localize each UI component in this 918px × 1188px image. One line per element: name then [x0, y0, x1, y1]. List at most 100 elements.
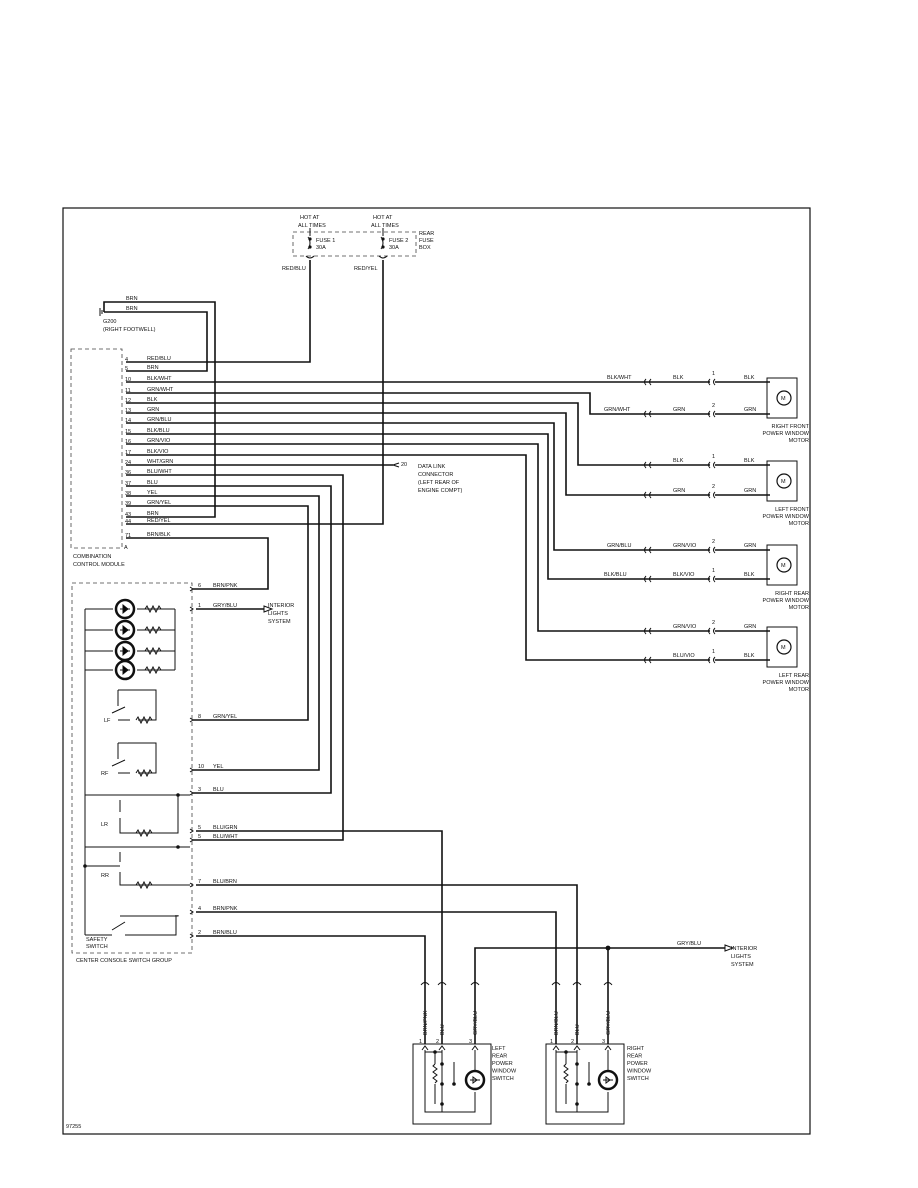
safety-switch-1: SAFETY	[86, 937, 108, 943]
motor-wire-ccm: BLK/WHT	[607, 375, 632, 381]
ccm-pin-wire: BLK/BLU	[147, 428, 170, 434]
motor-wire-mid: GRN/VIO	[673, 624, 697, 630]
ccm-pin-wire: BLK/WHT	[147, 376, 172, 382]
ccm-pin-wire: BLU/WHT	[147, 469, 172, 475]
rear-switch-label: REAR	[627, 1054, 642, 1060]
ccm-pin-wire: BRN/BLK	[147, 532, 171, 538]
switch-rf: RF	[101, 771, 109, 777]
interior2-label-3: SYSTEM	[731, 962, 754, 968]
rear-switch-pin: 2	[436, 1039, 439, 1045]
ccm-to-switch-wiring	[126, 474, 344, 841]
ccm-pin-number: 38	[125, 491, 131, 497]
csg-pin-wire: BLU/BRN	[213, 879, 237, 885]
indicator-led-3	[114, 640, 136, 662]
csg-pin-number: 3	[198, 787, 201, 793]
motor-pin: 2	[712, 620, 715, 626]
csg-pin-wire: BLU/WHT	[213, 834, 238, 840]
motor-label: POWER WINDOW	[763, 514, 810, 520]
ground-wire-b: BRN	[126, 306, 138, 312]
dlc-label-1: DATA LINK	[418, 464, 446, 470]
rear-switch-wire: BLU	[575, 1024, 581, 1035]
motor-wire-end: BLK	[744, 653, 755, 659]
csg-pin-wire: GRY/BLU	[213, 603, 237, 609]
fuse-box-label-2: FUSE	[419, 238, 434, 244]
rear-switch-label: REAR	[492, 1054, 507, 1060]
ccm-pin-number: 44	[125, 519, 131, 525]
motor-wiring: 20 DATA LINK CONNECTOR (LEFT REAR OF ENG…	[126, 381, 710, 661]
rear-switch-wire: BLU	[440, 1024, 446, 1035]
rear-switch-label: LEFT	[492, 1046, 506, 1052]
fuse1-rating: 30A	[316, 245, 326, 251]
ccm-pin-number: 5	[125, 366, 128, 372]
diagram-id: 97255	[66, 1124, 81, 1130]
rear-switch-label: WINDOW	[627, 1069, 652, 1075]
rear-switch-pin: 1	[419, 1039, 422, 1045]
motor-wire-end: BLK	[744, 572, 755, 578]
rear-switch-pin: 3	[602, 1039, 605, 1045]
motor-label: LEFT REAR	[779, 673, 809, 679]
fuse-box-label-1: REAR	[419, 231, 434, 237]
rear-switch-label: SWITCH	[492, 1076, 514, 1082]
ccm-pin-wire: GRN	[147, 407, 159, 413]
rear-switch-label: SWITCH	[627, 1076, 649, 1082]
ccm-pin-number: 16	[125, 439, 131, 445]
ground-location: (RIGHT FOOTWELL)	[103, 327, 156, 333]
motor-pin: 1	[712, 371, 715, 377]
ccm-pin-wire: BLU	[147, 480, 158, 486]
indicator-led-1	[114, 598, 136, 620]
motor-label: RIGHT REAR	[775, 591, 809, 597]
ccm-pin-number: 15	[125, 429, 131, 435]
indicator-led-2	[114, 619, 136, 641]
motor-symbol: M	[781, 563, 786, 569]
csg-interior-1: INTERIOR	[268, 603, 294, 609]
ccm-pin-wire: BLK/VIO	[147, 449, 169, 455]
ccm-pin-wire: BRN	[147, 511, 159, 517]
ccm-pin-wire: GRN/YEL	[147, 500, 171, 506]
ccm-label-1: COMBINATION	[73, 554, 111, 560]
csg-pin-wire: BLU	[213, 787, 224, 793]
motor-label: RIGHT FRONT	[772, 424, 810, 430]
csg-pin-wire: GRN/YEL	[213, 714, 237, 720]
csg-pin-number: 8	[198, 714, 201, 720]
rear-switch-wiring: GRY/BLU INTERIOR LIGHTS SYSTEM	[196, 830, 757, 1044]
motor-wire-ccm: GRN/WHT	[604, 407, 631, 413]
ground-g200: BRN BRN G200 (RIGHT FOOTWELL)	[99, 296, 216, 518]
interior2-label-1: INTERIOR	[731, 946, 757, 952]
motor-label: LEFT FRONT	[775, 507, 809, 513]
csg-label: CENTER CONSOLE SWITCH GROUP	[76, 958, 172, 964]
motor-label: MOTOR	[789, 438, 809, 444]
switch-lr: LR	[101, 822, 108, 828]
ccm-pin-wire: RED/YEL	[147, 518, 171, 524]
csg-pin-wire: BLU/GRN	[213, 825, 237, 831]
rear-switch-label: POWER	[492, 1061, 513, 1067]
motor-wire-mid: GRN	[673, 488, 685, 494]
ccm-pin-number: 36	[125, 470, 131, 476]
motor-wire-mid: BLK/VIO	[673, 572, 695, 578]
motor-pin: 2	[712, 403, 715, 409]
interior2-label-2: LIGHTS	[731, 954, 751, 960]
ccm-pin-wire: GRN/BLU	[147, 417, 171, 423]
dlc-label-2: CONNECTOR	[418, 472, 453, 478]
rear-switch-right: BRN/BLU1BLU2GRY/BLU3RIGHTREARPOWERWINDOW…	[545, 1011, 652, 1125]
csg-pin-number: 2	[198, 930, 201, 936]
ccm-pin-number: 4	[125, 357, 128, 363]
motor-label: MOTOR	[789, 687, 809, 693]
motor-wire-end: BLK	[744, 375, 755, 381]
motor-wire-end: GRN	[744, 624, 756, 630]
ccm-pin-wire: WHT/GRN	[147, 459, 173, 465]
csg-interior-3: SYSTEM	[268, 619, 291, 625]
motor-wire-mid: BLK	[673, 458, 684, 464]
hot-label-2: HOT AT	[373, 215, 393, 221]
switch-lf: LF	[104, 718, 111, 724]
fuse-wire-2: RED/YEL	[354, 266, 378, 272]
fuse-box-label-3: BOX	[419, 245, 431, 251]
motor-pin: 1	[712, 568, 715, 574]
ccm-pin-number: 71	[125, 533, 131, 539]
motor-pin: 2	[712, 484, 715, 490]
motor-wire-end: GRN	[744, 488, 756, 494]
hot-label-1b: ALL TIMES	[298, 223, 326, 229]
